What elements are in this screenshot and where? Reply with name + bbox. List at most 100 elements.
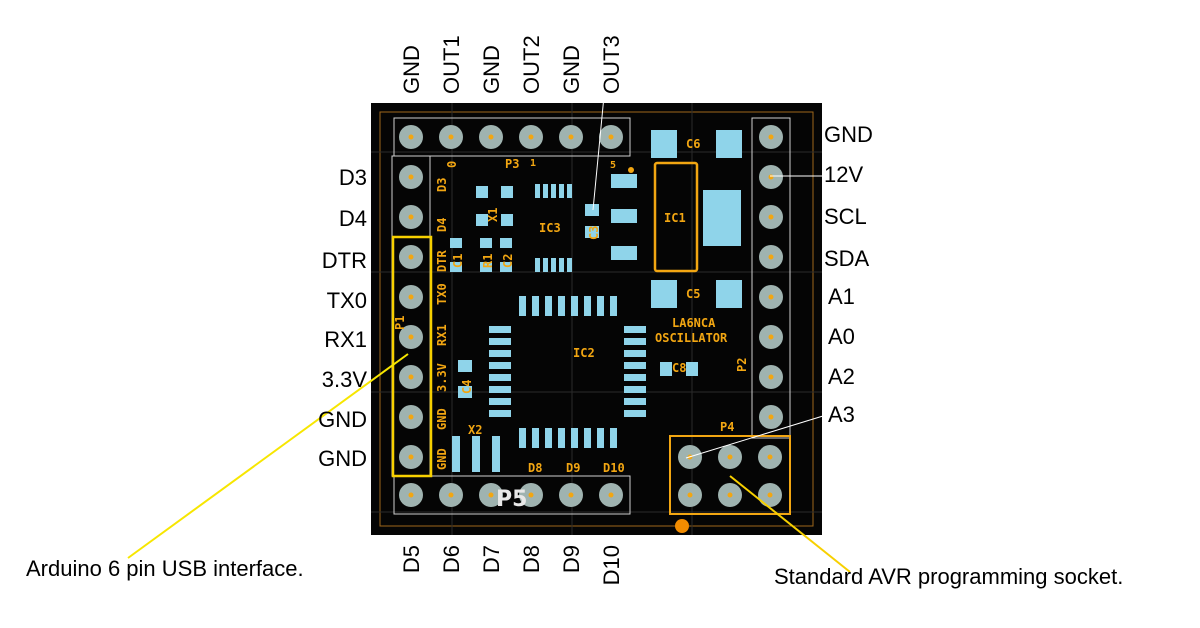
ref-p2: P2 (735, 358, 749, 372)
left-header-label: GND (318, 446, 367, 471)
ref-c2: C2 (501, 254, 515, 268)
right-header-label: SCL (824, 204, 867, 229)
ic2-pin-right-3 (624, 350, 646, 357)
ic2-pin-bottom-2 (532, 428, 539, 448)
left-header-label: D3 (339, 165, 367, 190)
left-header-label: D4 (339, 206, 367, 231)
bottom-header-outline (393, 475, 631, 515)
left-header-pad-5 (399, 325, 423, 349)
ref-c6: C6 (686, 137, 700, 151)
ref-p5: P5 (496, 487, 527, 512)
c2-pad-b (500, 262, 512, 272)
leader-avr (729, 475, 851, 573)
top-header-pad-1 (399, 125, 423, 149)
x1-pad-4 (501, 214, 513, 226)
ic3-pin-bottom-5 (567, 258, 572, 272)
ref-osc-part: LA6NCA (672, 316, 716, 330)
ic2-pin-left-4 (489, 362, 511, 369)
x2-pin-1 (452, 436, 460, 472)
x1-pad-2 (501, 186, 513, 198)
right-header-label: A1 (828, 284, 855, 309)
right-header-label: SDA (824, 246, 870, 271)
top-header-label: GND (479, 45, 504, 94)
board-outline (379, 111, 814, 527)
socket-key-dot (675, 519, 689, 533)
ic1-pin-3 (611, 246, 637, 260)
bottom-header-pad-6 (599, 483, 623, 507)
left-header-label: DTR (322, 248, 367, 273)
silk-bottom-label: D8 (528, 461, 542, 475)
pin1-marker (628, 167, 634, 173)
ic2-pin-bottom-6 (584, 428, 591, 448)
leader-out3 (592, 95, 605, 211)
x1-pad-3 (476, 214, 488, 226)
left-header-pad-3 (399, 245, 423, 269)
avr-socket-pad-6 (758, 483, 782, 507)
ref-ic3: IC3 (539, 221, 561, 235)
x1-pad-1 (476, 186, 488, 198)
top-header-label: GND (559, 45, 584, 94)
ref-c1: C1 (451, 254, 465, 268)
silk-bottom-label: D10 (603, 461, 625, 475)
bottom-header-pad-5 (559, 483, 583, 507)
ic2-pin-top-5 (571, 296, 578, 316)
ic2-pin-left-1 (489, 326, 511, 333)
avr-socket-pad-4 (678, 483, 702, 507)
avr-socket-pad-2 (718, 445, 742, 469)
ic2-pin-bottom-1 (519, 428, 526, 448)
ref-x2: X2 (468, 423, 482, 437)
left-header-label: TX0 (327, 288, 367, 313)
right-header-pad-8 (759, 405, 783, 429)
ic3-pin-bottom-1 (535, 258, 540, 272)
ic2-pin-right-5 (624, 374, 646, 381)
right-header-label: 12V (824, 162, 863, 187)
right-header-label: GND (824, 122, 873, 147)
ref-c5: C5 (686, 287, 700, 301)
top-header-pad-3 (479, 125, 503, 149)
c2-pad-a (500, 238, 512, 248)
ic2-pin-top-7 (597, 296, 604, 316)
ic3-pin-bottom-4 (559, 258, 564, 272)
ref-osc-label: OSCILLATOR (655, 331, 728, 345)
ic3-pin-top-3 (551, 184, 556, 198)
left-header-label: GND (318, 407, 367, 432)
top-header-pad-5 (559, 125, 583, 149)
ref-ic2: IC2 (573, 346, 595, 360)
ref-p4: P4 (720, 420, 734, 434)
ic2-pin-top-2 (532, 296, 539, 316)
ic2-pin-left-2 (489, 338, 511, 345)
left-header-pad-7 (399, 405, 423, 429)
top-header-pad-2 (439, 125, 463, 149)
right-header-label: A2 (828, 364, 855, 389)
ic3-pin-bottom-3 (551, 258, 556, 272)
silk-left-label: DTR (435, 250, 449, 272)
ic3-pin-bottom-2 (543, 258, 548, 272)
p1-outline (391, 235, 433, 478)
avr-socket-pad-5 (718, 483, 742, 507)
top-header-pad-4 (519, 125, 543, 149)
ic3-pin-top-4 (559, 184, 564, 198)
ic1-outline (653, 161, 699, 273)
bottom-header-pad-3 (479, 483, 503, 507)
ref-ic1: IC1 (664, 211, 686, 225)
ic1-pin-2 (611, 209, 637, 223)
right-header-pad-5 (759, 285, 783, 309)
ic2-pin-bottom-8 (610, 428, 617, 448)
bottom-header-label: D7 (479, 545, 504, 573)
bottom-header-label: D6 (439, 545, 464, 573)
right-header-pad-6 (759, 325, 783, 349)
c6-pad-a (651, 130, 677, 158)
ic2-pin-bottom-3 (545, 428, 552, 448)
silk-left-label: 3.3V (435, 363, 449, 392)
x2-pin-3 (492, 436, 500, 472)
ic2-pin-right-7 (624, 398, 646, 405)
silk-left-label: D4 (435, 218, 449, 232)
left-header-pad-4 (399, 285, 423, 309)
bottom-header-pad-4 (519, 483, 543, 507)
